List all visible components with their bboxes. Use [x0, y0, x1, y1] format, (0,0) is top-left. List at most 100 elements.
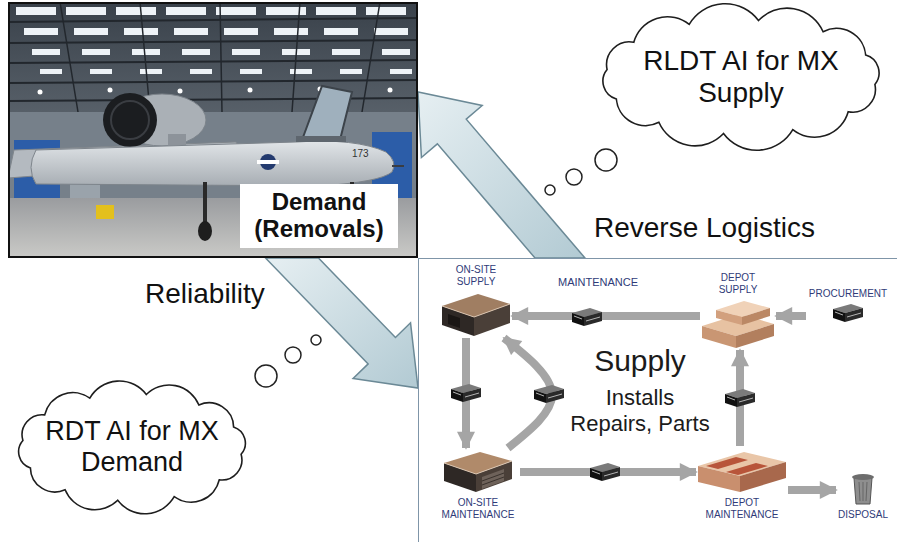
facility-icon [698, 452, 786, 492]
thought-cloud: RDT AI for MX Demand [4, 376, 260, 519]
skylight [182, 49, 210, 55]
aircraft [103, 93, 157, 147]
module-icon [451, 384, 481, 402]
skylight [124, 28, 158, 35]
skylight [224, 28, 258, 35]
ground-equipment [96, 205, 114, 219]
facility-icon [850, 470, 876, 506]
skylight [324, 28, 358, 35]
flow-arrow [512, 312, 700, 320]
aircraft [203, 182, 207, 226]
ceiling-lamp [38, 90, 43, 95]
skylight [40, 69, 62, 74]
facility-icon [702, 301, 774, 348]
cloud-outline [603, 4, 879, 150]
skylight [366, 7, 406, 15]
skylight [116, 7, 156, 15]
demand-label: Demand (Removals) [240, 184, 398, 248]
roof-truss [8, 2, 418, 112]
flow-arrow [788, 486, 836, 494]
skylight [240, 69, 262, 74]
skylight [16, 7, 56, 15]
module-icon [725, 389, 755, 407]
facility-label: ON-SITE SUPPLY [445, 264, 507, 287]
thought-bubble [255, 365, 277, 387]
skylight [132, 49, 160, 55]
skylight [190, 69, 212, 74]
arrow-label: Reliability [145, 278, 265, 310]
thought-bubble [595, 149, 617, 171]
skylight [66, 7, 106, 15]
facility-node: ON-SITE MAINTENANCE [436, 448, 520, 520]
cloud-outline [19, 381, 246, 514]
skylight [174, 28, 208, 35]
thought-cloud: RLDT AI for MX Supply [588, 2, 894, 152]
aircraft [198, 221, 212, 241]
tail-number: 173 [352, 148, 369, 160]
skylight [316, 7, 356, 15]
module-icon [590, 463, 620, 481]
hangar-photo [8, 2, 418, 258]
facility-icon [440, 290, 512, 338]
supply-chain-panel: SupplyInstalls Repairs, Parts ON-SITE SUP… [418, 258, 897, 542]
skylight [166, 7, 206, 15]
cloud-text: RLDT AI for MX Supply [631, 45, 851, 109]
photo-panel: Demand (Removals) [8, 2, 418, 258]
module-icon [572, 308, 602, 326]
facility-node: PROCUREMENT [806, 288, 890, 323]
hangar-ceiling [8, 2, 418, 258]
facility-label: PROCUREMENT [806, 288, 890, 300]
ceiling-lamp [108, 88, 113, 93]
facility-label: DISPOSAL [836, 509, 890, 521]
facility-icon [833, 304, 863, 322]
panel-text: Installs Repairs, Parts [567, 385, 713, 437]
facility-node: DEPOT MAINTENANCE [696, 446, 788, 520]
aircraft [111, 101, 149, 139]
facility-icon [444, 452, 512, 492]
facility-node: DEPOT SUPPLY [700, 272, 776, 350]
module-icon [534, 385, 564, 403]
ceiling-lamp [388, 88, 393, 93]
block-arrow [266, 258, 418, 388]
ceiling-lamp [248, 88, 253, 93]
facility-icon [442, 448, 514, 494]
block-arrow [418, 92, 585, 258]
thought-bubble [545, 185, 555, 195]
skylight [374, 28, 408, 35]
aircraft [296, 136, 346, 142]
thought-bubble [311, 335, 321, 345]
thought-bubble [285, 347, 301, 363]
flow-arrow [776, 312, 806, 320]
facility-node: ON-SITE SUPPLY [440, 264, 512, 338]
cloud-text: RDT AI for MX Demand [34, 416, 230, 478]
skylight [290, 69, 312, 74]
skylight [82, 49, 110, 55]
thought-bubble [566, 169, 582, 185]
panel-heading: Supply [560, 343, 720, 379]
facility-label: ON-SITE MAINTENANCE [436, 497, 520, 520]
aircraft [302, 86, 352, 140]
skylight [382, 49, 410, 55]
facility-icon [442, 294, 510, 336]
aircraft [392, 165, 404, 167]
skylight [332, 49, 360, 55]
facility-icon [831, 303, 865, 323]
facility-label: DEPOT SUPPLY [707, 272, 769, 295]
facility-icon [852, 474, 874, 504]
skylight [390, 69, 412, 74]
skylight [140, 69, 162, 74]
flow-label: MAINTENANCE [558, 276, 638, 289]
skylight [90, 69, 112, 74]
skylight [216, 7, 256, 15]
facility-label: DEPOT MAINTENANCE [699, 497, 785, 520]
panel-caption: SupplyInstalls Repairs, Parts [560, 343, 720, 437]
skylight [74, 28, 108, 35]
skylight [274, 28, 308, 35]
aircraft [31, 141, 394, 186]
skylight [24, 28, 58, 35]
skylight [32, 49, 60, 55]
facility-icon [696, 446, 788, 494]
aircraft [257, 160, 279, 164]
